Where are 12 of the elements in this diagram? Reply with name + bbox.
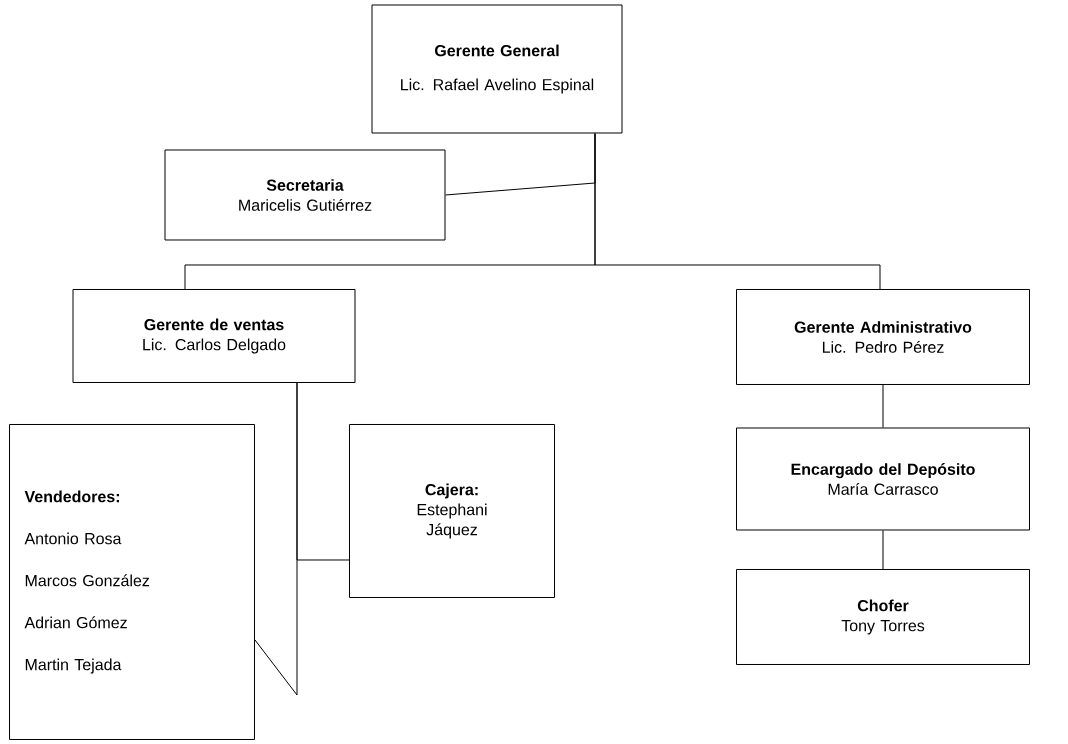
org-box: Gerente Administrativo Lic. Pedro Pérez: [736, 289, 1030, 385]
org-box: Encargado del Depósito María Carrasco: [736, 427, 1030, 531]
org-box: Gerente General Lic. Rafael Avelino Espinal: [371, 4, 623, 134]
org-box: Secretaria Maricelis Gutiérrez: [164, 149, 446, 241]
org-box: Chofer Tony Torres: [736, 569, 1030, 665]
connector-line: [882, 384, 884, 428]
org-box: Gerente de ventas Lic. Carlos Delgado: [72, 289, 356, 383]
org-box: Vendedores: Antonio Rosa Marcos González Adrian Gómez Martin Tejada: [9, 424, 255, 740]
connector-line: [296, 382, 350, 561]
org-box: Cajera: Estephani Jáquez: [349, 424, 555, 598]
connector-line: [594, 133, 881, 290]
connector-line: [882, 530, 884, 570]
